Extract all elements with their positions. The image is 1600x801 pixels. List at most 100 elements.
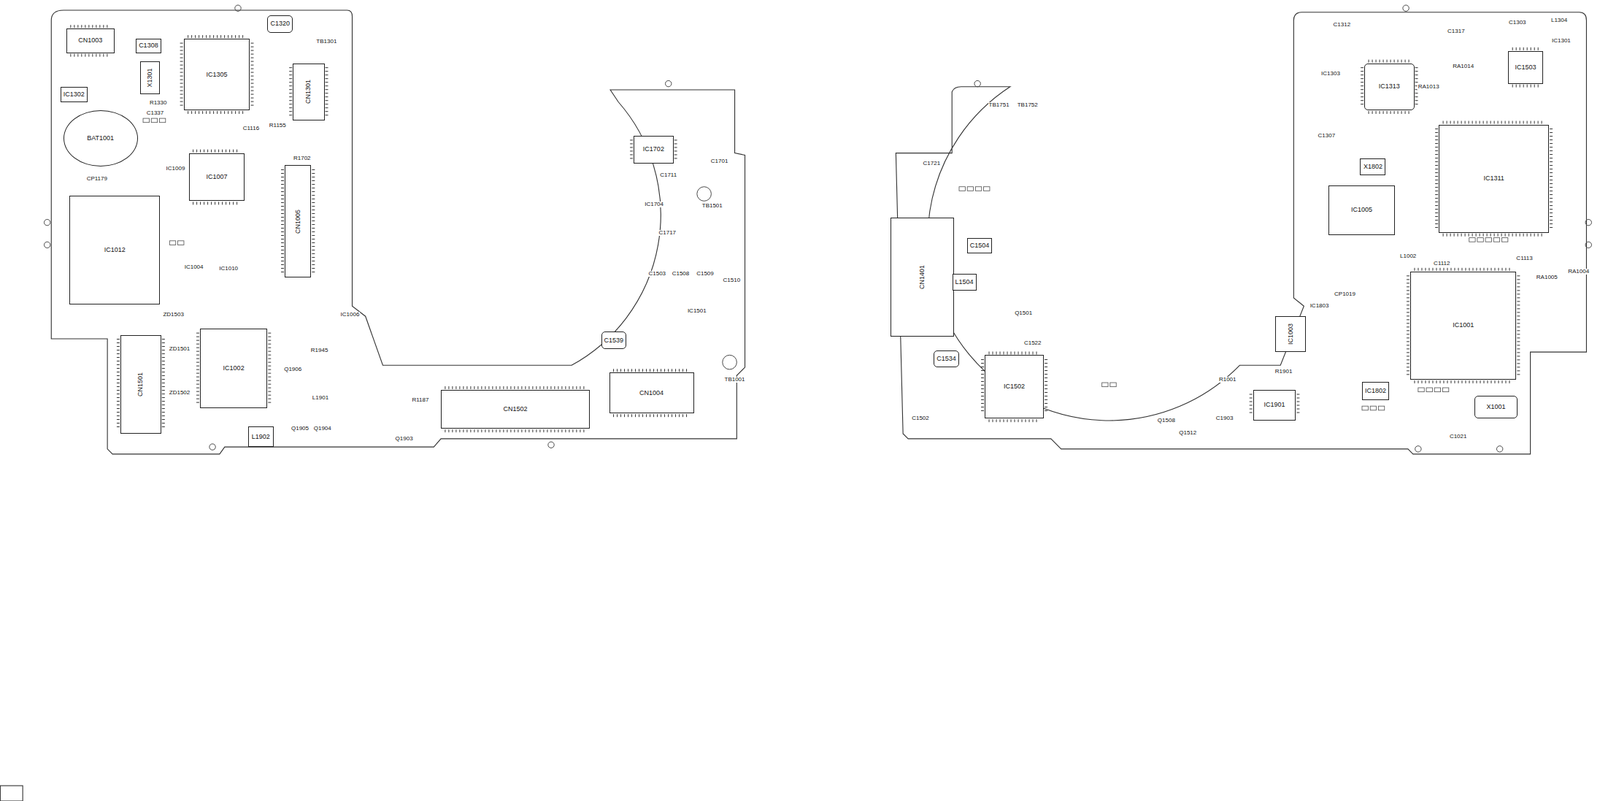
pin-lead <box>1406 366 1410 368</box>
pin-lead <box>451 386 453 390</box>
pin-lead <box>180 64 184 66</box>
pin-lead <box>325 81 329 83</box>
pin-lead <box>116 349 120 351</box>
pin-lead <box>1424 380 1426 384</box>
pin-lead <box>1435 197 1438 199</box>
pin-lead <box>1360 103 1364 105</box>
pin-lead <box>1483 267 1484 271</box>
pin-lead <box>1530 233 1532 237</box>
pin-lead <box>543 429 544 433</box>
pin-lead <box>616 413 618 417</box>
pin-lead <box>180 105 184 106</box>
component-outline: IC1313 <box>1364 63 1415 111</box>
pin-lead <box>1549 227 1553 228</box>
component-outline: IC1702 <box>633 135 674 164</box>
reference-designator: CN1502 <box>502 405 528 413</box>
pin-lead <box>267 369 271 371</box>
pin-lead <box>1490 380 1492 384</box>
pin-lead <box>1372 59 1373 63</box>
pin-lead <box>674 154 678 155</box>
pin-lead <box>192 201 194 205</box>
pin-lead <box>311 205 315 207</box>
pin-lead <box>1501 380 1503 384</box>
pin-lead <box>1406 286 1410 287</box>
pin-lead <box>470 429 471 433</box>
pin-lead <box>88 24 90 28</box>
pin-lead <box>645 368 647 372</box>
pin-lead <box>214 149 216 153</box>
pin-lead <box>1406 278 1410 280</box>
pin-lead <box>311 245 315 247</box>
pin-lead <box>1406 337 1410 338</box>
reference-designator: IC1010 <box>218 265 239 272</box>
pin-lead <box>1372 110 1373 114</box>
pin-lead <box>1408 110 1410 114</box>
reference-designator: Q1906 <box>283 366 303 373</box>
pin-lead <box>1435 227 1438 228</box>
pin-lead <box>162 408 165 409</box>
pin-lead <box>1408 59 1410 63</box>
reference-designator: Q1512 <box>1178 429 1198 436</box>
pin-lead <box>281 224 284 225</box>
pin-lead <box>281 271 284 273</box>
reference-designator: RA1013 <box>1417 83 1441 90</box>
pin-lead <box>1537 84 1539 88</box>
pin-lead <box>1549 194 1553 195</box>
pin-lead <box>1516 340 1520 342</box>
pin-lead <box>1435 164 1438 166</box>
pin-lead <box>1435 139 1438 141</box>
pin-lead <box>1413 380 1415 384</box>
pin-lead <box>102 54 104 57</box>
pin-lead <box>250 57 254 59</box>
pin-lead <box>1505 121 1506 125</box>
pin-lead <box>209 35 211 38</box>
pin-lead <box>1390 110 1392 114</box>
pin-lead <box>521 386 522 390</box>
pin-lead <box>444 429 446 433</box>
pin-lead <box>1435 216 1438 217</box>
pin-lead <box>981 377 984 379</box>
pin-lead <box>325 78 329 79</box>
pin-lead <box>220 110 222 114</box>
pin-lead <box>1549 132 1553 133</box>
pin-lead <box>1472 233 1473 237</box>
pin-lead <box>1415 92 1419 94</box>
reference-designator: Q1905 <box>290 425 310 432</box>
pin-lead <box>992 351 994 355</box>
component-outline: C1539 <box>601 331 628 349</box>
pin-lead <box>629 150 633 152</box>
pin-lead <box>73 54 75 57</box>
pin-lead <box>635 368 636 372</box>
pin-lead <box>196 365 200 367</box>
pin-lead <box>187 35 189 38</box>
reference-designator: IC1004 <box>183 264 205 271</box>
pin-lead <box>196 336 200 338</box>
pin-lead <box>289 85 292 87</box>
reference-designator: C1504 <box>970 242 990 249</box>
pin-lead <box>1497 121 1499 125</box>
pin-lead <box>572 429 573 433</box>
pin-lead <box>218 201 219 205</box>
pin-lead <box>116 356 120 358</box>
pin-lead <box>221 149 223 153</box>
pin-lead <box>1010 351 1012 355</box>
pin-lead <box>1549 216 1553 217</box>
pin-lead <box>267 376 271 378</box>
pin-lead <box>311 260 315 262</box>
reference-designator: C1317 <box>1446 28 1466 35</box>
pin-lead <box>281 202 284 203</box>
pin-lead <box>1516 315 1520 317</box>
pin-lead <box>1360 89 1364 90</box>
reference-designator: IC1012 <box>104 246 126 254</box>
pin-lead <box>488 386 490 390</box>
pin-lead <box>678 368 680 372</box>
pin-lead <box>1000 418 1001 422</box>
pin-lead <box>196 372 200 374</box>
reference-designator: R1155 <box>268 122 287 129</box>
pin-lead <box>1044 395 1048 397</box>
pin-lead <box>116 386 120 387</box>
pin-lead <box>1549 175 1553 177</box>
pin-lead <box>546 386 548 390</box>
reference-designator: CN1501 <box>137 372 144 397</box>
pin-lead <box>289 107 292 109</box>
